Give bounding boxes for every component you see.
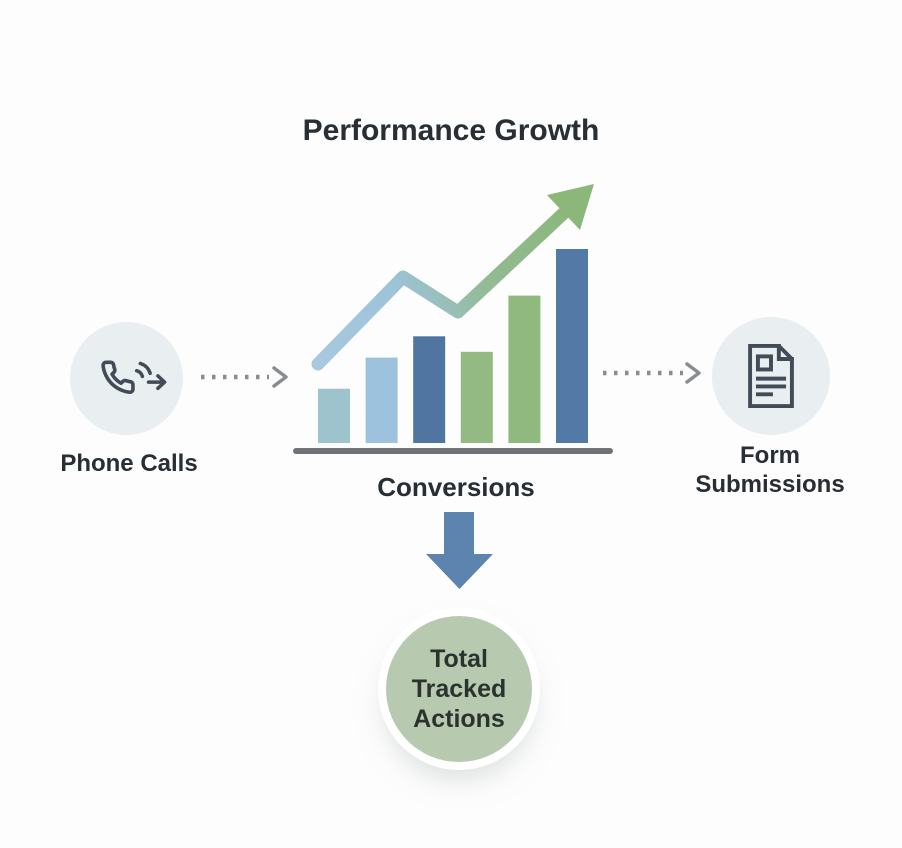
chart-bars xyxy=(318,249,588,443)
phone-calls-circle xyxy=(70,322,183,435)
down-arrow xyxy=(426,512,493,589)
form-submissions-circle xyxy=(712,317,830,435)
chart-caption: Conversions xyxy=(377,472,535,502)
total-tracked-actions-label: Total Tracked Actions xyxy=(411,645,507,733)
trend-arrowhead xyxy=(547,184,594,230)
chart-bar xyxy=(365,357,398,443)
conversions-chart xyxy=(293,184,613,454)
growth-trend-arrow xyxy=(311,184,594,371)
chart-bar xyxy=(556,249,588,443)
dotted-arrow-left xyxy=(201,366,288,388)
dotted-arrow-right xyxy=(603,362,701,384)
diagram-title: Performance Growth xyxy=(302,114,600,147)
total-tracked-actions-circle: Total Tracked Actions xyxy=(386,616,532,762)
chart-bar xyxy=(318,388,350,443)
phone-outgoing-icon xyxy=(100,360,166,394)
chart-baseline xyxy=(293,448,613,454)
chart-bar xyxy=(413,336,446,443)
document-icon xyxy=(748,343,794,409)
chart-bar xyxy=(508,295,541,443)
trend-line xyxy=(311,204,573,371)
form-submissions-label: Form Submissions xyxy=(695,442,845,498)
phone-calls-label: Phone Calls xyxy=(60,450,198,477)
chart-bar xyxy=(460,351,493,443)
